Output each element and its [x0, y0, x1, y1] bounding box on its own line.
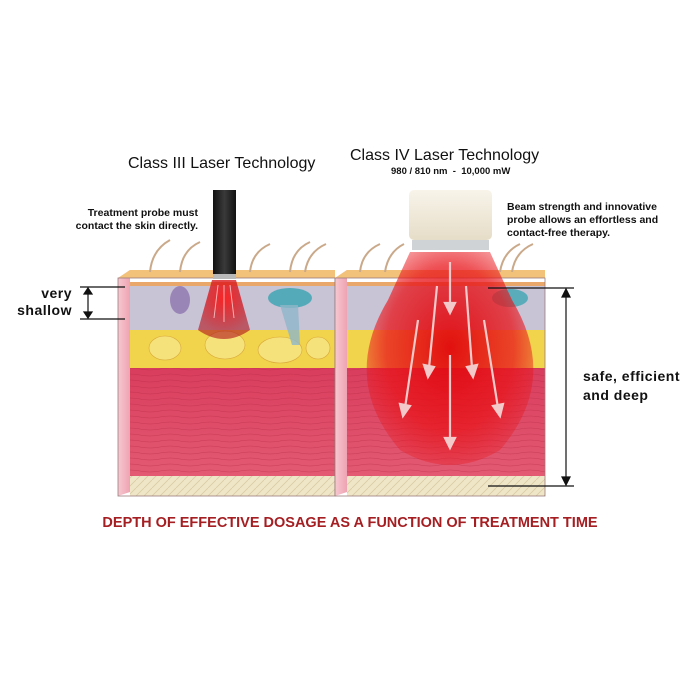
safe-efficient-deep-label: safe, efficient and deep: [583, 368, 680, 403]
class-iv-title: Class IV Laser Technology: [350, 147, 540, 164]
shallow-depth-indicator: [80, 286, 125, 320]
class-iv-note: Beam strength and innovative probe allow…: [507, 201, 659, 239]
class-iv-probe: [409, 190, 492, 240]
block-side: [118, 270, 130, 496]
deep-depth-indicator: [488, 287, 574, 487]
class-iv-specs: 980 / 810 nm - 10,000 mW: [391, 166, 511, 177]
skin-block-class-iv: [334, 190, 546, 497]
skin-block-class-iii: [117, 190, 336, 497]
hairs: [149, 239, 327, 273]
class-iii-probe: [213, 190, 236, 274]
class-iii-title: Class III Laser Technology: [128, 155, 316, 172]
very-shallow-label: very shallow: [17, 285, 72, 318]
fat-cells: [148, 330, 331, 364]
beam-arrows: [398, 262, 505, 451]
gland: [268, 288, 312, 308]
class-iii-note: Treatment probe must contact the skin di…: [75, 207, 198, 232]
figure-caption: DEPTH OF EFFECTIVE DOSAGE AS A FUNCTION …: [102, 515, 598, 531]
